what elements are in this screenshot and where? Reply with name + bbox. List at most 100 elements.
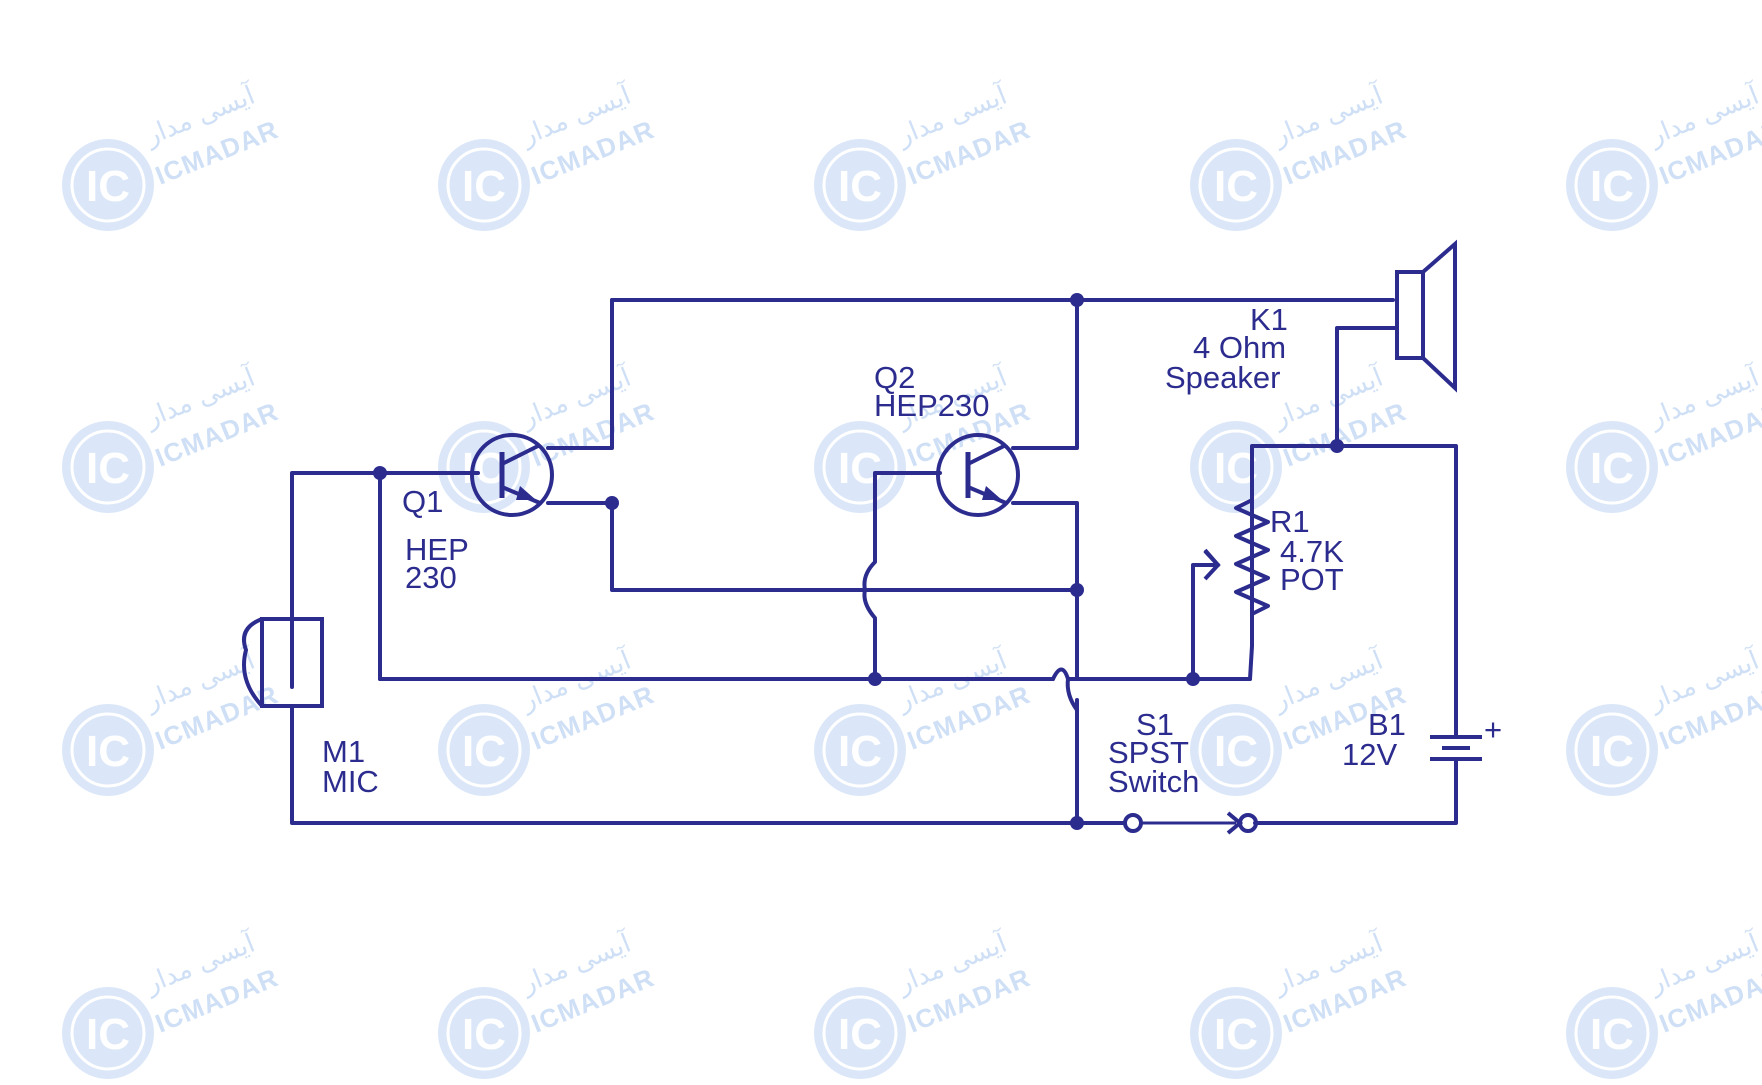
label-q1-designator: Q1 [402, 484, 443, 519]
watermark-logo-text: IC [86, 1010, 130, 1059]
watermark-logo-ring [1574, 429, 1650, 505]
watermark-logo-icon [438, 704, 530, 796]
watermark-logo-icon [814, 421, 906, 513]
label-k1-designator: K1 [1250, 302, 1288, 337]
label-m1-type: MIC [322, 764, 379, 799]
transistor-q1-symbol [470, 433, 554, 517]
watermark-logo-icon [62, 987, 154, 1079]
watermark-logo-icon [814, 704, 906, 796]
watermark-logo-text: IC [838, 162, 882, 211]
watermark-logo-text: IC [462, 444, 506, 493]
watermark-logo-icon [1566, 421, 1658, 513]
label-q1-part-line2: 230 [405, 560, 457, 595]
watermark-logo-text: IC [86, 727, 130, 776]
junction-base-q1 [373, 466, 387, 480]
watermark-logo-icon [1190, 987, 1282, 1079]
watermark-logo-icon [1190, 139, 1282, 231]
watermark-logo-ring [1198, 147, 1274, 223]
battery-symbol [1430, 720, 1482, 765]
watermark-logo-ring [70, 995, 146, 1071]
junction-lower-bus-q2 [868, 672, 882, 686]
spst-switch-symbol [1123, 811, 1258, 835]
watermark-logo-ring [822, 147, 898, 223]
watermark-logo-icon [1566, 704, 1658, 796]
label-b1-designator: B1 [1368, 707, 1406, 742]
wire-pot-wiper [1191, 563, 1220, 681]
watermark-logo-text: IC [1214, 162, 1258, 211]
transistor-q2-symbol [936, 433, 1020, 517]
watermark-logo-text: IC [1590, 162, 1634, 211]
label-k1-value: 4 Ohm [1193, 330, 1286, 365]
junction-lower-bus-pot [1186, 672, 1200, 686]
watermark-logo-ring [1574, 147, 1650, 223]
watermark-logo-icon [814, 987, 906, 1079]
watermark-logo-ring [822, 712, 898, 788]
watermark-logo-text: IC [1214, 727, 1258, 776]
watermark-logo-text: IC [1590, 444, 1634, 493]
junction-speaker [1330, 439, 1344, 453]
watermark-logo-ring [1198, 429, 1274, 505]
watermark-logo-ring [70, 712, 146, 788]
watermark-logo-text: IC [1590, 1010, 1634, 1059]
watermark-logo-text: IC [838, 727, 882, 776]
watermark-logo-text: IC [462, 162, 506, 211]
watermark-logo-icon [1566, 139, 1658, 231]
speaker-symbol [1395, 239, 1457, 393]
label-b1-polarity: + [1484, 712, 1502, 747]
watermark-logo-ring [446, 712, 522, 788]
potentiometer-symbol [1203, 446, 1270, 646]
junctions [373, 293, 1344, 830]
watermark-logo-ring [70, 147, 146, 223]
wire-q1-collector [546, 298, 614, 450]
watermark-logo-icon [62, 421, 154, 513]
label-r1-designator: R1 [1270, 504, 1310, 539]
wire-switch-out [1253, 763, 1458, 825]
watermark-logo-icon [1190, 704, 1282, 796]
label-s1-value: SPST [1108, 735, 1189, 770]
wire-bottom-return [290, 705, 1079, 825]
wire-q1-base [290, 471, 480, 689]
wire-lower-bus-crossover [1051, 667, 1079, 712]
label-s1-type: Switch [1108, 764, 1199, 799]
watermark-logo-icon [1566, 987, 1658, 1079]
watermark-logo-text: IC [86, 162, 130, 211]
watermark-logo-icon [62, 139, 154, 231]
watermark-logo-ring [1198, 712, 1274, 788]
watermark-logo-text: IC [838, 1010, 882, 1059]
watermark-logo-ring [446, 147, 522, 223]
watermark-logo-ring [1574, 995, 1650, 1071]
watermark-logo-icon [814, 139, 906, 231]
junction-bottom [1070, 816, 1084, 830]
wire-q1-emitter [546, 501, 1079, 592]
watermark-logo-ring [822, 995, 898, 1071]
wire-speaker-feed [1335, 326, 1397, 448]
watermark-logo-icon [438, 987, 530, 1079]
label-q1-part-line1: HEP [405, 532, 469, 567]
wire-q2-base [862, 471, 942, 681]
wire-q2-collector [1011, 298, 1079, 450]
junction-q1-emitter [605, 496, 619, 510]
junction-top-q2 [1070, 293, 1084, 307]
watermark-logo-icon [62, 704, 154, 796]
watermark-logo-text: IC [462, 1010, 506, 1059]
watermark-logo-text: IC [462, 727, 506, 776]
watermark-logo-ring [1198, 995, 1274, 1071]
wires [290, 298, 1458, 825]
label-m1-designator: M1 [322, 734, 365, 769]
